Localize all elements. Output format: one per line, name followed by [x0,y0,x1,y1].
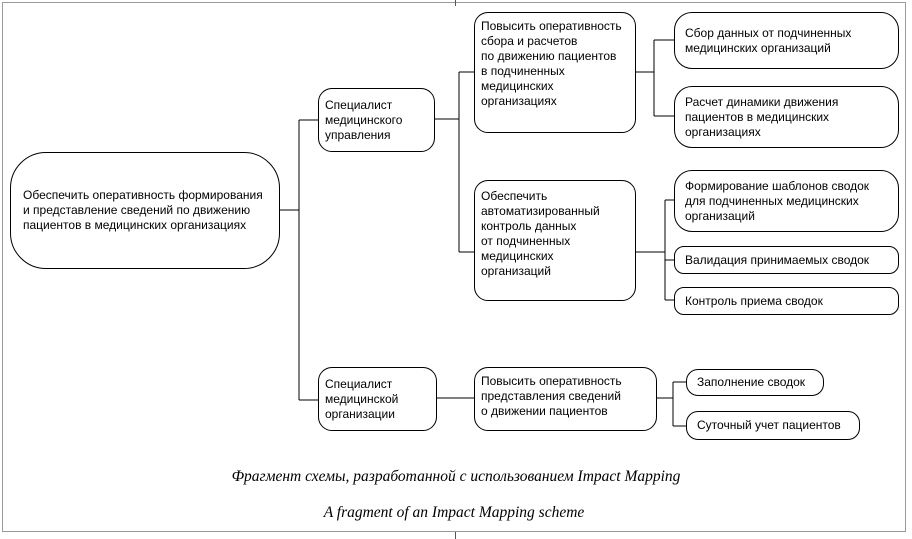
actor-management-node: Специалист медицинского управления [318,88,435,152]
connector-presentation-deliverables [657,381,686,427]
actor-organization-node: Специалист медицинской организации [318,367,437,431]
deliverable-daily-tracking-node: Суточный учет пациентов [686,411,860,440]
figure-frame [2,2,906,532]
caption-english: A fragment of an Impact Mapping scheme [323,504,585,521]
impact-collection-node: Повысить оперативность сбора и расчетов … [474,12,636,133]
connector-collection-deliverables [636,39,674,117]
goal-node: Обеспечить оперативность формирования и … [10,152,280,269]
deliverable-filling-node: Заполнение сводок [686,369,824,396]
caption-russian: Фрагмент схемы, разработанной с использо… [231,468,681,485]
impact-control-node: Обеспечить автоматизированный контроль д… [474,180,636,301]
connector-goal-actors [280,119,318,401]
bottom-tick-mark [455,532,456,539]
deliverable-templates-node: Формирование шаблонов сводок для подчине… [674,170,899,232]
impact-presentation-node: Повысить оперативность представления све… [474,367,657,431]
connector-management-impacts [435,71,474,253]
top-tick-mark [455,0,456,6]
connector-control-deliverables [636,199,674,301]
deliverable-validation-node: Валидация принимаемых сводок [674,246,899,274]
deliverable-dynamics-calc-node: Расчет динамики движения пациентов в мед… [674,86,899,148]
deliverable-receipt-control-node: Контроль приема сводок [674,287,899,315]
deliverable-data-collection-node: Сбор данных от подчиненных медицинских о… [674,12,899,69]
